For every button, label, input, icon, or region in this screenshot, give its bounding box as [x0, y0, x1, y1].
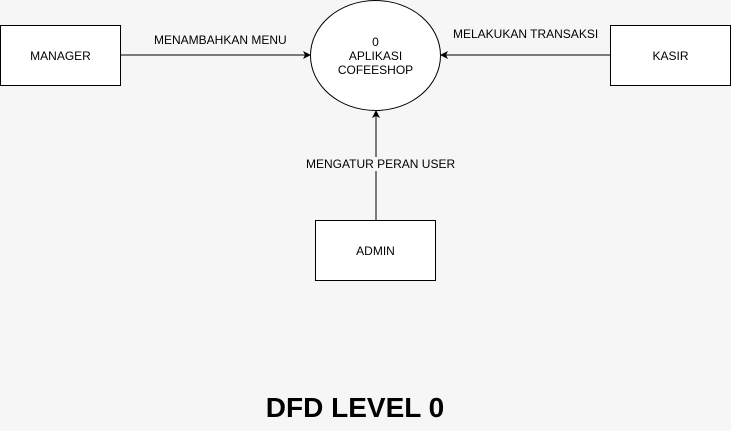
entity-kasir-label: KASIR: [652, 48, 689, 63]
flow-label-manager: MENAMBAHKAN MENU: [153, 33, 288, 47]
entity-admin: ADMIN: [315, 220, 436, 281]
diagram-title: DFD LEVEL 0: [265, 392, 445, 423]
entity-admin-label: ADMIN: [356, 243, 395, 258]
process-name-line2: COFEESHOP: [337, 62, 414, 77]
process-name-line1: APLIKASI: [348, 48, 403, 63]
process-number: 0: [372, 34, 379, 49]
flow-label-kasir: MELAKUKAN TRANSAKSI: [452, 27, 600, 41]
entity-manager-label: MANAGER: [30, 48, 91, 63]
process-aplikasi-cofeeshop: 0 APLIKASI COFEESHOP: [310, 0, 441, 111]
flow-label-admin: MENGATUR PERAN USER: [305, 157, 457, 171]
entity-kasir: KASIR: [610, 25, 731, 86]
entity-manager: MANAGER: [0, 25, 121, 86]
